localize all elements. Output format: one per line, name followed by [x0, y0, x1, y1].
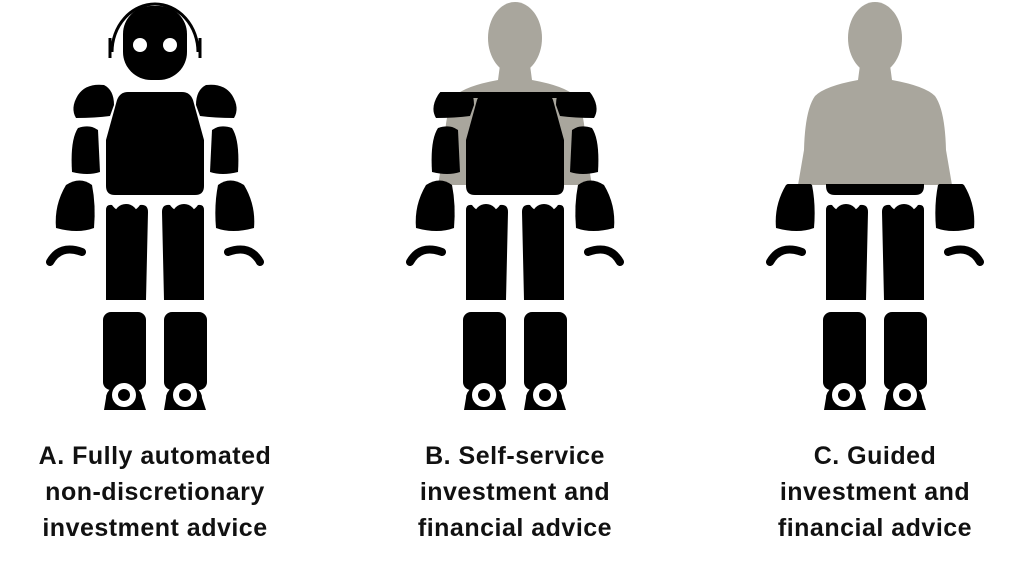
label-c-line-2: investment and [779, 478, 971, 506]
label-c-line-3: financial advice [777, 514, 973, 542]
figure-illustrations [0, 0, 1024, 430]
label-b: B. Self-service investment and financial… [335, 438, 695, 546]
label-a: A. Fully automated non-discretionary inv… [0, 438, 335, 546]
label-a-line-3: investment advice [42, 514, 268, 542]
mostly-human-robot-icon-c [770, 2, 980, 410]
label-a-line-1: A. Fully automated [38, 442, 272, 470]
label-a-line-2: non-discretionary [45, 478, 265, 506]
label-c: C. Guided investment and financial advic… [695, 438, 1024, 546]
label-c-line-1: C. Guided [813, 442, 937, 470]
half-robot-half-human-icon-b [410, 2, 620, 410]
robot-icon-a [50, 4, 260, 410]
label-b-line-1: B. Self-service [425, 442, 605, 470]
label-b-line-3: financial advice [417, 514, 613, 542]
label-b-line-2: investment and [419, 478, 611, 506]
